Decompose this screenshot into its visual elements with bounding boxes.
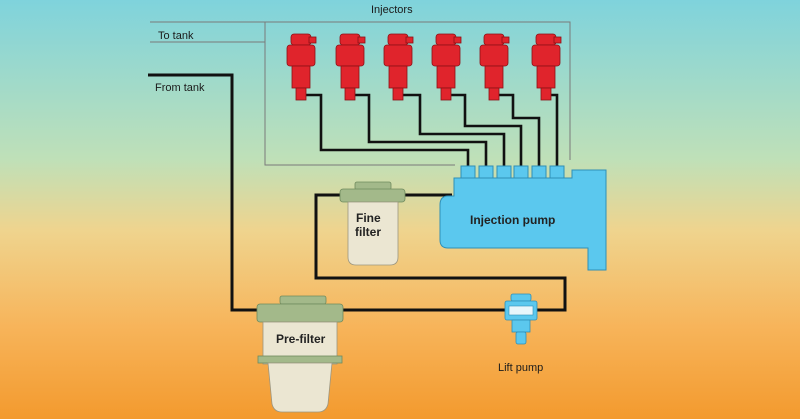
injector-2 — [335, 33, 366, 101]
from-tank-pipe — [148, 73, 258, 312]
injector-pipes — [305, 93, 559, 166]
injector-1 — [286, 33, 317, 101]
injector-6 — [531, 33, 562, 101]
lift-pump — [504, 293, 538, 345]
injector-5 — [479, 33, 510, 101]
lift-pump-label: Lift pump — [498, 362, 543, 374]
supply-pipes — [314, 193, 567, 312]
to-tank-label: To tank — [158, 30, 194, 42]
pre-filter — [256, 295, 344, 413]
fine-filter — [339, 181, 406, 266]
injector-3 — [383, 33, 414, 101]
from-tank-label: From tank — [155, 82, 205, 94]
injector-4 — [431, 33, 462, 101]
pre-filter-label: Pre-filter — [276, 332, 326, 346]
fine-filter-label-line1: Fine — [356, 211, 381, 225]
injectors-label: Injectors — [371, 4, 413, 16]
injection-pump-label: Injection pump — [470, 213, 555, 227]
injection-pump — [439, 165, 607, 271]
return-line — [150, 21, 571, 166]
injectors — [286, 33, 562, 101]
fine-filter-label-line2: filter — [355, 225, 381, 239]
